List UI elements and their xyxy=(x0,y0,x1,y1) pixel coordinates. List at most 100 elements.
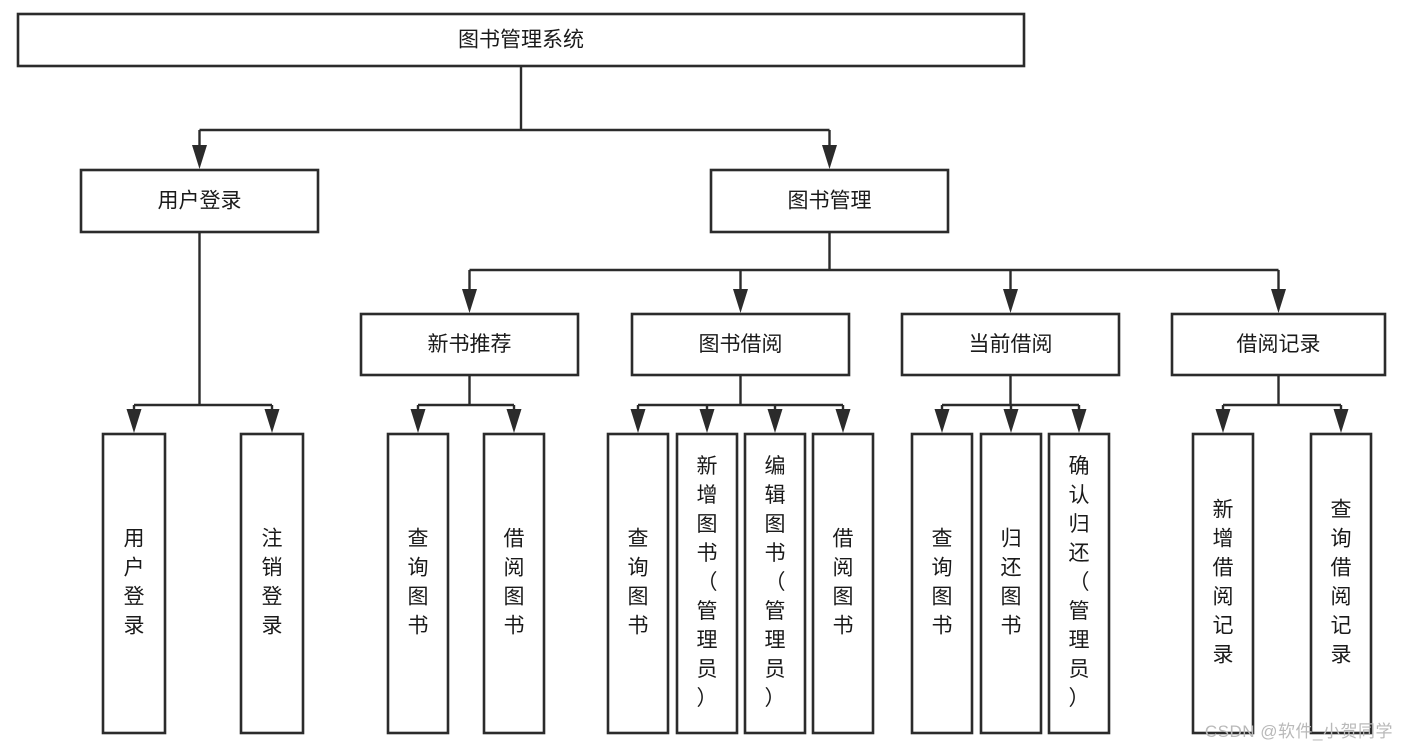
node-label-char: 借 xyxy=(504,528,525,551)
arrow-head-icon xyxy=(733,289,748,313)
node-label-char: 登 xyxy=(262,586,283,609)
arrow-head-icon xyxy=(1271,289,1286,313)
arrow-head-icon xyxy=(1003,289,1018,313)
node-label-char: 录 xyxy=(1331,644,1352,667)
node-label-char: 录 xyxy=(124,615,145,638)
flow-node-book-manage[interactable]: 图书管理 xyxy=(709,168,950,234)
node-label: 新书推荐 xyxy=(428,333,512,356)
node-label-char: 录 xyxy=(1213,644,1234,667)
node-box[interactable] xyxy=(359,312,580,377)
node-label-char: 录 xyxy=(262,615,283,638)
flow-node-current-borrow[interactable]: 当前借阅 xyxy=(900,312,1121,377)
connector-group-current-borrow xyxy=(934,375,1087,433)
node-box[interactable] xyxy=(900,312,1121,377)
node-box[interactable] xyxy=(709,168,950,234)
node-box[interactable] xyxy=(979,432,1043,735)
node-box[interactable] xyxy=(1047,432,1111,735)
node-box[interactable] xyxy=(1170,312,1387,377)
node-label: 当前借阅 xyxy=(969,333,1053,356)
flow-node-leaf-user-login[interactable]: 用户登录 xyxy=(101,432,167,735)
node-label-char: （ xyxy=(1069,571,1090,594)
node-box[interactable] xyxy=(239,432,305,735)
node-label-char: 销 xyxy=(262,557,283,580)
node-label-char: 书 xyxy=(697,542,718,565)
node-label: 图书借阅 xyxy=(699,333,783,356)
connectors-layer xyxy=(126,66,1349,433)
flow-node-borrow-record[interactable]: 借阅记录 xyxy=(1170,312,1387,377)
arrow-head-icon xyxy=(264,409,280,433)
node-box[interactable] xyxy=(910,432,974,735)
node-label: 图书管理系统 xyxy=(458,29,584,52)
flow-node-root[interactable]: 图书管理系统 xyxy=(16,12,1026,68)
node-label-char: 借 xyxy=(1213,557,1234,580)
node-label-char: 阅 xyxy=(1331,586,1352,609)
node-label-char: 查 xyxy=(628,528,649,551)
node-box[interactable] xyxy=(482,432,546,735)
node-box[interactable] xyxy=(386,432,450,735)
node-label-char: 管 xyxy=(697,600,718,623)
node-label-char: ） xyxy=(1069,687,1090,710)
arrow-head-icon xyxy=(767,409,783,433)
node-label-char: 注 xyxy=(262,528,283,551)
node-label-char: 图 xyxy=(697,513,718,536)
node-box[interactable] xyxy=(101,432,167,735)
node-label-char: 确 xyxy=(1069,455,1090,478)
node-label-char: 记 xyxy=(1331,615,1352,638)
node-label-char: 图 xyxy=(504,586,525,609)
node-label-char: （ xyxy=(765,571,786,594)
node-label-char: 询 xyxy=(408,557,429,580)
node-label-char: 图 xyxy=(833,586,854,609)
arrow-head-icon xyxy=(934,409,950,433)
node-box[interactable] xyxy=(1191,432,1255,735)
node-box[interactable] xyxy=(606,432,670,735)
node-box[interactable] xyxy=(675,432,739,735)
node-label-char: 登 xyxy=(124,586,145,609)
connector-group-book-borrow xyxy=(630,375,851,433)
node-label-char: 增 xyxy=(1213,528,1234,551)
connector-group-borrow-record xyxy=(1215,375,1349,433)
node-label-char: 阅 xyxy=(504,557,525,580)
node-label-char: 借 xyxy=(1331,557,1352,580)
arrow-head-icon xyxy=(410,409,426,433)
node-label-char: 询 xyxy=(932,557,953,580)
node-label-char: 书 xyxy=(408,615,429,638)
arrow-head-icon xyxy=(462,289,477,313)
node-label-char: 图 xyxy=(765,513,786,536)
flow-node-user-login[interactable]: 用户登录 xyxy=(79,168,320,234)
node-box[interactable] xyxy=(743,432,807,735)
flow-node-book-borrow[interactable]: 图书借阅 xyxy=(630,312,851,377)
node-box[interactable] xyxy=(630,312,851,377)
node-label-char: 查 xyxy=(932,528,953,551)
node-label-char: 员 xyxy=(765,658,786,681)
node-label-char: 借 xyxy=(833,528,854,551)
node-label-char: ） xyxy=(697,687,718,710)
node-box[interactable] xyxy=(1309,432,1373,735)
node-box[interactable] xyxy=(79,168,320,234)
connector-group-new-book-rec xyxy=(410,375,522,433)
node-label-char: ） xyxy=(765,687,786,710)
node-label-char: 辑 xyxy=(765,484,786,507)
node-label-char: 书 xyxy=(1001,615,1022,638)
node-label-char: 员 xyxy=(1069,658,1090,681)
node-label: 图书管理 xyxy=(788,190,872,213)
node-box[interactable] xyxy=(811,432,875,735)
node-label-char: 记 xyxy=(1213,615,1234,638)
node-box[interactable] xyxy=(16,12,1026,68)
node-label-char: 编 xyxy=(765,455,786,478)
node-label-char: 管 xyxy=(1069,600,1090,623)
flow-node-new-book-rec[interactable]: 新书推荐 xyxy=(359,312,580,377)
node-label-char: 新 xyxy=(1213,499,1234,522)
